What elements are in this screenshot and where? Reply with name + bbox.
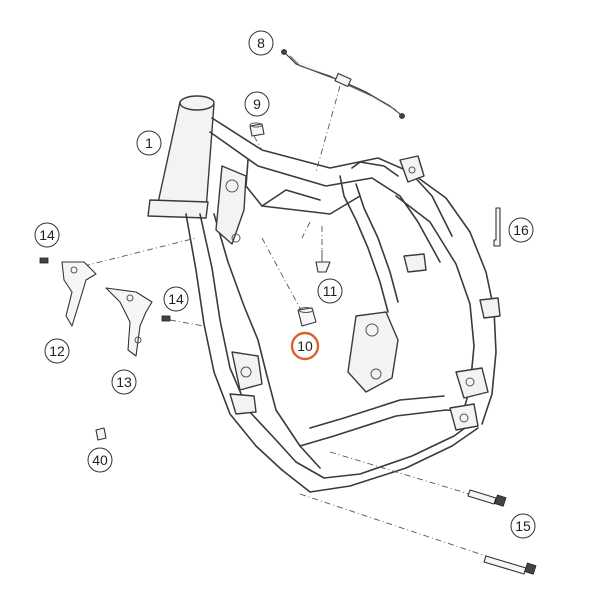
leader-lines [83,85,517,567]
frame-part[interactable] [147,95,501,493]
callout-12-label: 12 [49,343,65,359]
callout-14-right-label: 14 [168,291,184,307]
cable-part[interactable] [281,49,405,119]
callout-8[interactable]: 8 [248,30,274,56]
bush-part[interactable] [249,122,265,137]
callout-14-right[interactable]: 14 [163,286,189,312]
pin-part[interactable] [493,207,501,247]
callout-13-label: 13 [116,374,132,390]
callout-11-label: 11 [323,283,338,299]
callout-14-top-label: 14 [39,227,55,243]
callout-10[interactable]: 10 [290,331,320,361]
callout-12[interactable]: 12 [44,338,70,364]
callout-1[interactable]: 1 [136,130,162,156]
nut-part[interactable] [95,427,107,441]
bolt-part[interactable] [467,489,537,575]
callout-14-top[interactable]: 14 [34,222,60,248]
callout-8-label: 8 [257,35,265,51]
mount-part-10[interactable] [297,307,317,327]
callout-16[interactable]: 16 [508,217,534,243]
callout-13[interactable]: 13 [111,369,137,395]
callout-1-label: 1 [145,135,153,151]
callout-10-label: 10 [297,338,313,354]
clip-part[interactable] [315,250,331,273]
callout-15-label: 15 [515,518,531,534]
callout-9[interactable]: 9 [244,91,270,117]
callout-11[interactable]: 11 [317,278,343,304]
callout-40-label: 40 [92,452,108,468]
callout-16-label: 16 [513,222,529,238]
callout-9-label: 9 [253,96,261,112]
callout-15[interactable]: 15 [510,513,536,539]
bracket-part-13[interactable] [105,287,171,357]
callout-40[interactable]: 40 [87,447,113,473]
bracket-part-12[interactable] [39,257,97,327]
